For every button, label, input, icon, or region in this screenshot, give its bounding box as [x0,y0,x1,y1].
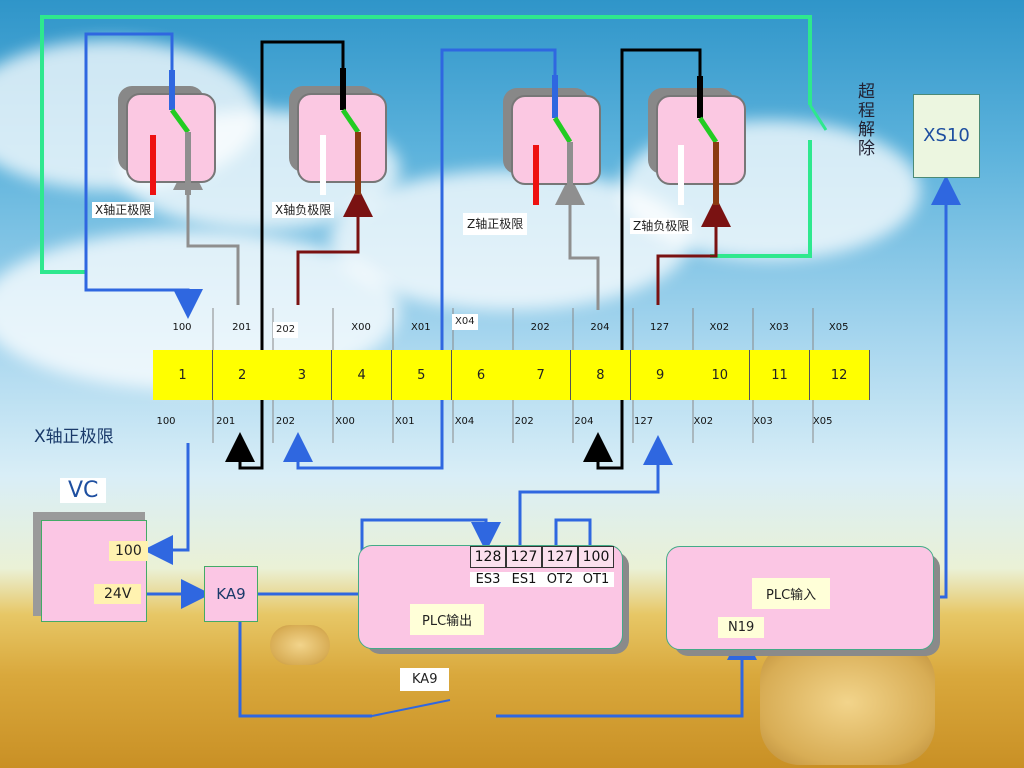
plc-output-pin: 127 [506,546,542,568]
terminal-cell-5: 5 [391,350,452,400]
ka9-relay: KA9 [204,566,258,622]
plc-output-pin-name: OT1 [578,572,614,587]
terminal-top-label: X02 [709,322,730,333]
xs10-connector: XS10 [913,94,980,178]
ka9-contact-label: KA9 [400,668,450,691]
terminal-cell-1: 1 [153,350,213,400]
terminal-bottom-label: X02 [693,416,714,427]
terminal-bottom-label: X05 [812,416,833,427]
switch-label-x-negative: X轴负极限 [272,202,335,218]
terminal-bottom-label: 202 [275,416,295,427]
switch-label-x-positive: X轴正极限 [92,202,155,218]
terminal-bottom-label: 204 [574,416,594,427]
terminal-cell-7: 7 [511,350,572,400]
plc-output-pin: 127 [542,546,578,568]
plc-output-pin-name: ES3 [470,572,506,587]
terminal-bottom-label: X04 [454,416,475,427]
terminal-bottom-label: 202 [514,416,534,427]
terminal-top-label: 204 [590,322,610,333]
terminal-top-label: X01 [411,322,431,333]
terminal-top-label: 100 [172,322,192,333]
plc-output-pin: 100 [578,546,614,568]
vc-module [41,520,147,622]
terminal-cell-3: 3 [272,350,333,400]
terminal-cell-6: 6 [451,350,512,400]
terminal-cell-11: 11 [750,350,810,400]
terminal-bottom-label: X00 [335,416,355,427]
vc-title: VC [60,478,107,503]
plc-input-pin-n19: N19 [718,617,765,638]
terminal-bottom-label: X01 [395,416,415,427]
override-release-label: 超程解除 [854,82,874,158]
terminal-cell-9: 9 [630,350,691,400]
terminal-top-label: X00 [351,322,371,333]
terminal-top-label: X05 [828,322,849,333]
plc-output-pin: 128 [470,546,506,568]
vc-pin-100: 100 [109,541,148,561]
terminal-cell-8: 8 [570,350,631,400]
plc-output-label: PLC输出 [410,604,485,635]
terminal-top-label: X03 [769,322,789,333]
terminal-bottom-label: 100 [156,416,176,427]
switch-label-z-positive: Z轴正极限 [463,213,528,235]
switch-label-z-negative: Z轴负极限 [630,218,693,234]
terminal-cell-10: 10 [690,350,751,400]
vc-pin-24v: 24V [94,584,142,604]
ka9-relay-label: KA9 [216,585,246,603]
left-caption: X轴正极限 [34,427,114,447]
terminal-cell-4: 4 [332,350,393,400]
terminal-cell-12: 12 [809,350,870,400]
plc-output-pin-name: OT2 [542,572,578,587]
terminal-top-label: 127 [650,322,670,333]
plc-output-pin-name: ES1 [506,572,542,587]
terminal-cell-2: 2 [212,350,273,400]
terminal-bottom-label: 201 [216,416,236,427]
terminal-top-label: 201 [232,322,252,333]
plc-input-label: PLC输入 [752,578,831,609]
terminal-bottom-label: 127 [634,416,654,427]
terminal-top-label: 202 [530,322,550,333]
xs10-label: XS10 [923,125,970,146]
top-patch-x04: X04 [452,314,478,330]
terminal-bottom-label: X03 [753,416,773,427]
top-patch-202: 202 [273,322,299,338]
